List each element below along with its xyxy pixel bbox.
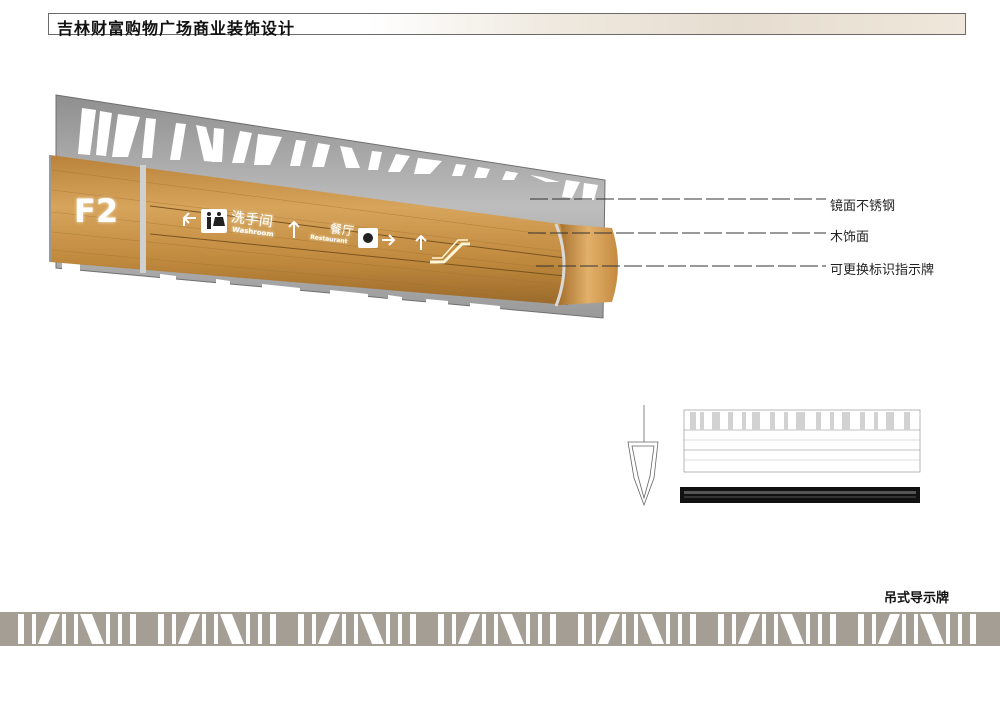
band-cutout bbox=[158, 614, 164, 644]
band-cutout bbox=[902, 614, 906, 644]
arrow-up-icon bbox=[415, 234, 427, 250]
elevation-pattern bbox=[690, 412, 910, 430]
band-cutout bbox=[666, 614, 670, 644]
wood-grain bbox=[51, 169, 567, 299]
escalator-icon bbox=[430, 239, 470, 264]
floor-label: F2 bbox=[74, 192, 119, 230]
steel-edge-right bbox=[554, 223, 566, 307]
wood-end-cap bbox=[558, 224, 618, 305]
decorative-pattern-band bbox=[0, 612, 1000, 646]
band-cutout bbox=[386, 614, 390, 644]
band-cutout bbox=[494, 614, 498, 644]
arrow-right-icon bbox=[382, 234, 396, 246]
band-cutout bbox=[946, 614, 950, 644]
band-cutout bbox=[360, 614, 384, 644]
band-cutout bbox=[578, 614, 584, 644]
arrow-left-icon bbox=[182, 212, 196, 226]
band-cutout bbox=[354, 614, 358, 644]
band-cutout bbox=[872, 614, 876, 644]
band-cutout bbox=[970, 614, 976, 644]
band-cutout bbox=[438, 614, 444, 644]
band-cutout bbox=[526, 614, 530, 644]
section-drawing bbox=[627, 405, 659, 507]
band-cutout bbox=[858, 614, 864, 644]
band-cutout bbox=[678, 614, 682, 644]
band-cutout bbox=[732, 614, 736, 644]
band-cutout bbox=[342, 614, 346, 644]
band-cutout bbox=[452, 614, 456, 644]
wood-panel bbox=[50, 155, 568, 305]
band-cutout bbox=[914, 614, 918, 644]
arrow-up-icon bbox=[288, 220, 300, 238]
drawing-caption: 吊式导示牌 bbox=[884, 591, 950, 606]
band-cutout bbox=[830, 614, 836, 644]
callout-replaceable-sign: 可更换标识指示牌 bbox=[830, 263, 935, 278]
band-cutout bbox=[32, 614, 36, 644]
band-cutout bbox=[74, 614, 78, 644]
band-cutout bbox=[220, 614, 244, 644]
band-cutout bbox=[202, 614, 206, 644]
band-cutout bbox=[172, 614, 176, 644]
band-cutout bbox=[622, 614, 626, 644]
band-cutout bbox=[690, 614, 696, 644]
band-cutout bbox=[214, 614, 218, 644]
band-cutout bbox=[80, 614, 104, 644]
band-cutout bbox=[806, 614, 810, 644]
band-cutout bbox=[878, 614, 900, 644]
band-cutout bbox=[780, 614, 804, 644]
callout-wood-veneer: 木饰面 bbox=[830, 230, 870, 245]
band-cutout bbox=[130, 614, 136, 644]
title-bar: 吉林财富购物广场商业装饰设计 bbox=[48, 13, 966, 38]
band-cutout bbox=[246, 614, 250, 644]
band-cutout bbox=[774, 614, 778, 644]
band-cutout bbox=[178, 614, 200, 644]
band-cutout bbox=[298, 614, 304, 644]
band-cutout bbox=[550, 614, 556, 644]
band-cutout bbox=[118, 614, 122, 644]
band-cutout bbox=[718, 614, 724, 644]
band-cutout bbox=[818, 614, 822, 644]
band-cutout bbox=[458, 614, 480, 644]
band-cutout bbox=[410, 614, 416, 644]
band-cutout bbox=[598, 614, 620, 644]
page-title: 吉林财富购物广场商业装饰设计 bbox=[57, 19, 296, 38]
band-cutouts bbox=[18, 614, 976, 644]
band-cutout bbox=[482, 614, 486, 644]
band-cutout bbox=[62, 614, 66, 644]
band-cutout bbox=[592, 614, 596, 644]
frame-cutout-pattern bbox=[62, 108, 598, 312]
band-cutout bbox=[538, 614, 542, 644]
band-cutout bbox=[738, 614, 760, 644]
band-cutout bbox=[18, 614, 24, 644]
steel-edge-left bbox=[140, 165, 146, 273]
band-cutout bbox=[38, 614, 60, 644]
band-cutout bbox=[318, 614, 340, 644]
band-cutout bbox=[958, 614, 962, 644]
callout-leaders bbox=[528, 198, 826, 267]
plan-drawing bbox=[680, 487, 920, 503]
band-cutout bbox=[640, 614, 664, 644]
band-cutout bbox=[270, 614, 276, 644]
band-cutout bbox=[106, 614, 110, 644]
band-cutout bbox=[500, 614, 524, 644]
band-cutout bbox=[398, 614, 402, 644]
callout-mirror-steel: 镜面不锈钢 bbox=[830, 199, 896, 214]
band-cutout bbox=[258, 614, 262, 644]
band-cutout bbox=[312, 614, 316, 644]
band-cutout bbox=[920, 614, 944, 644]
band-cutout bbox=[634, 614, 638, 644]
band-cutout bbox=[762, 614, 766, 644]
